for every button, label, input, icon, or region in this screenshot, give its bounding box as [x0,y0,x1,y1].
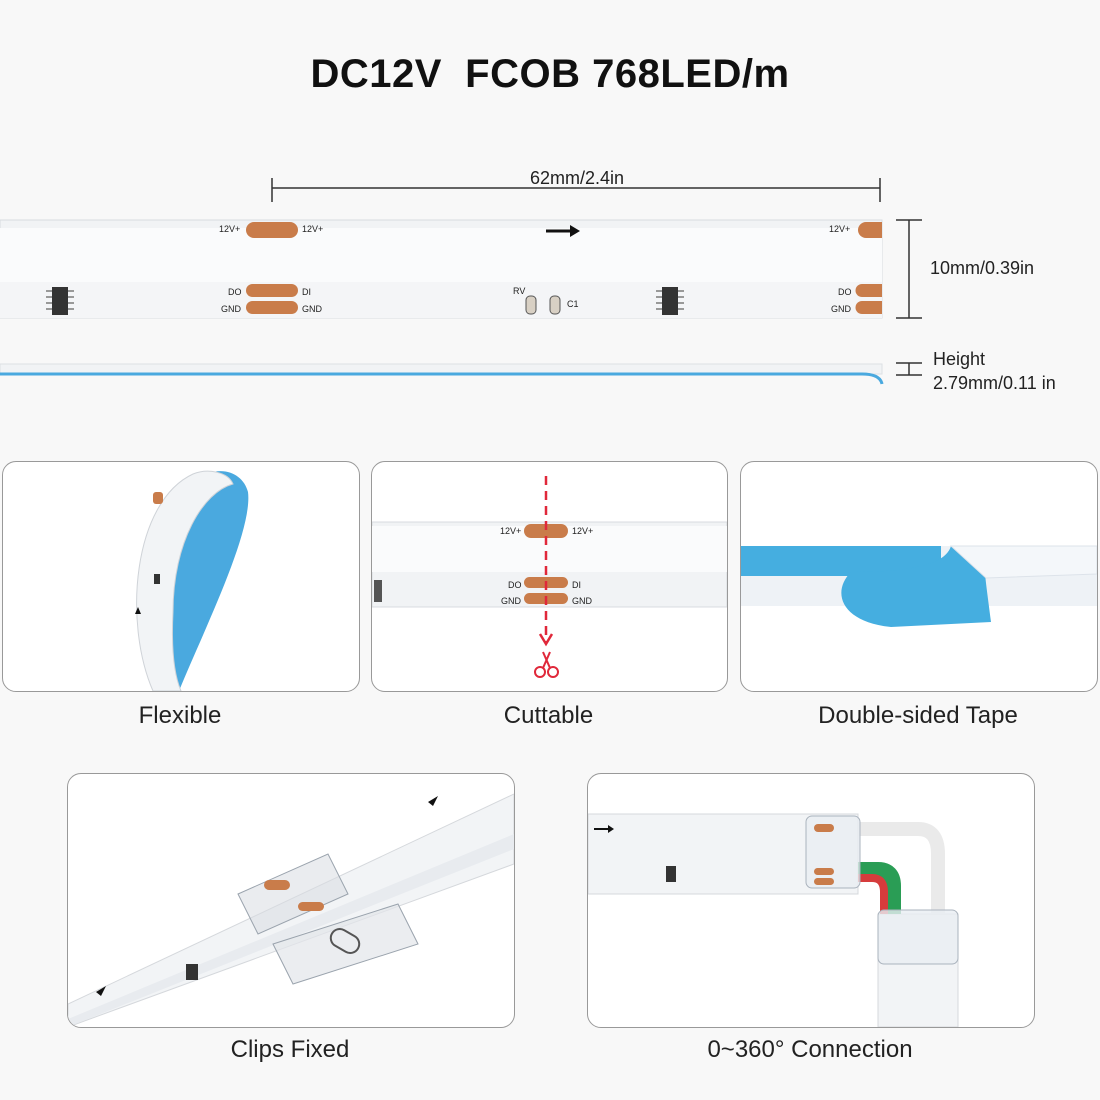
cut-length-label: 62mm/2.4in [530,168,625,188]
label-di: DI [302,287,311,297]
tape-panel [740,461,1098,692]
scissors-icon [534,651,559,678]
cut-label-gnd-left: GND [501,596,522,606]
cuttable-panel: 12V+ 12V+ DO DI GND GND [371,461,728,692]
label-gnd-end: GND [831,304,852,314]
label-12v-left: 12V+ [219,224,240,234]
direction-arrow-icon [546,225,580,237]
cut-label-di: DI [572,580,581,590]
flexible-strip-illustration [135,470,249,691]
ic-chip-icon [656,287,684,315]
clip-illustration [68,793,514,1027]
height-title: Height [933,349,986,369]
label-12v-right: 12V+ [302,224,323,234]
label-c1: C1 [567,299,579,309]
cuttable-strip-illustration: 12V+ 12V+ DO DI GND GND [372,476,727,678]
label-do-end: DO [838,287,852,297]
height-value: 2.79mm/0.11 in [933,373,1056,393]
connection-panel [587,773,1035,1028]
flexible-panel [2,461,360,692]
width-label: 10mm/0.39in [930,258,1035,278]
label-do: DO [228,287,242,297]
cut-label-gnd-right: GND [572,596,593,606]
cut-label-12v-left: 12V+ [500,526,521,536]
tape-illustration [741,545,1097,627]
clips-panel [67,773,515,1028]
label-gnd-left: GND [221,304,242,314]
label-12v-end: 12V+ [829,224,850,234]
flexible-caption: Flexible [138,702,222,729]
connector-illustration [588,813,959,1027]
strip-diagram: 12V+ 12V+ DO GND DI GND RV C1 12V+ DO GN… [0,178,922,385]
connection-caption: 0~360° Connection [707,1036,913,1063]
label-gnd-right: GND [302,304,323,314]
label-rv: RV [513,286,525,296]
cut-label-12v-right: 12V+ [572,526,593,536]
cuttable-caption: Cuttable [503,702,594,729]
clips-caption: Clips Fixed [230,1036,350,1063]
cut-label-do: DO [508,580,522,590]
tape-caption: Double-sided Tape [818,702,1018,729]
ic-chip-icon [46,287,74,315]
page-title: DC12V FCOB 768LED/m [310,52,790,96]
